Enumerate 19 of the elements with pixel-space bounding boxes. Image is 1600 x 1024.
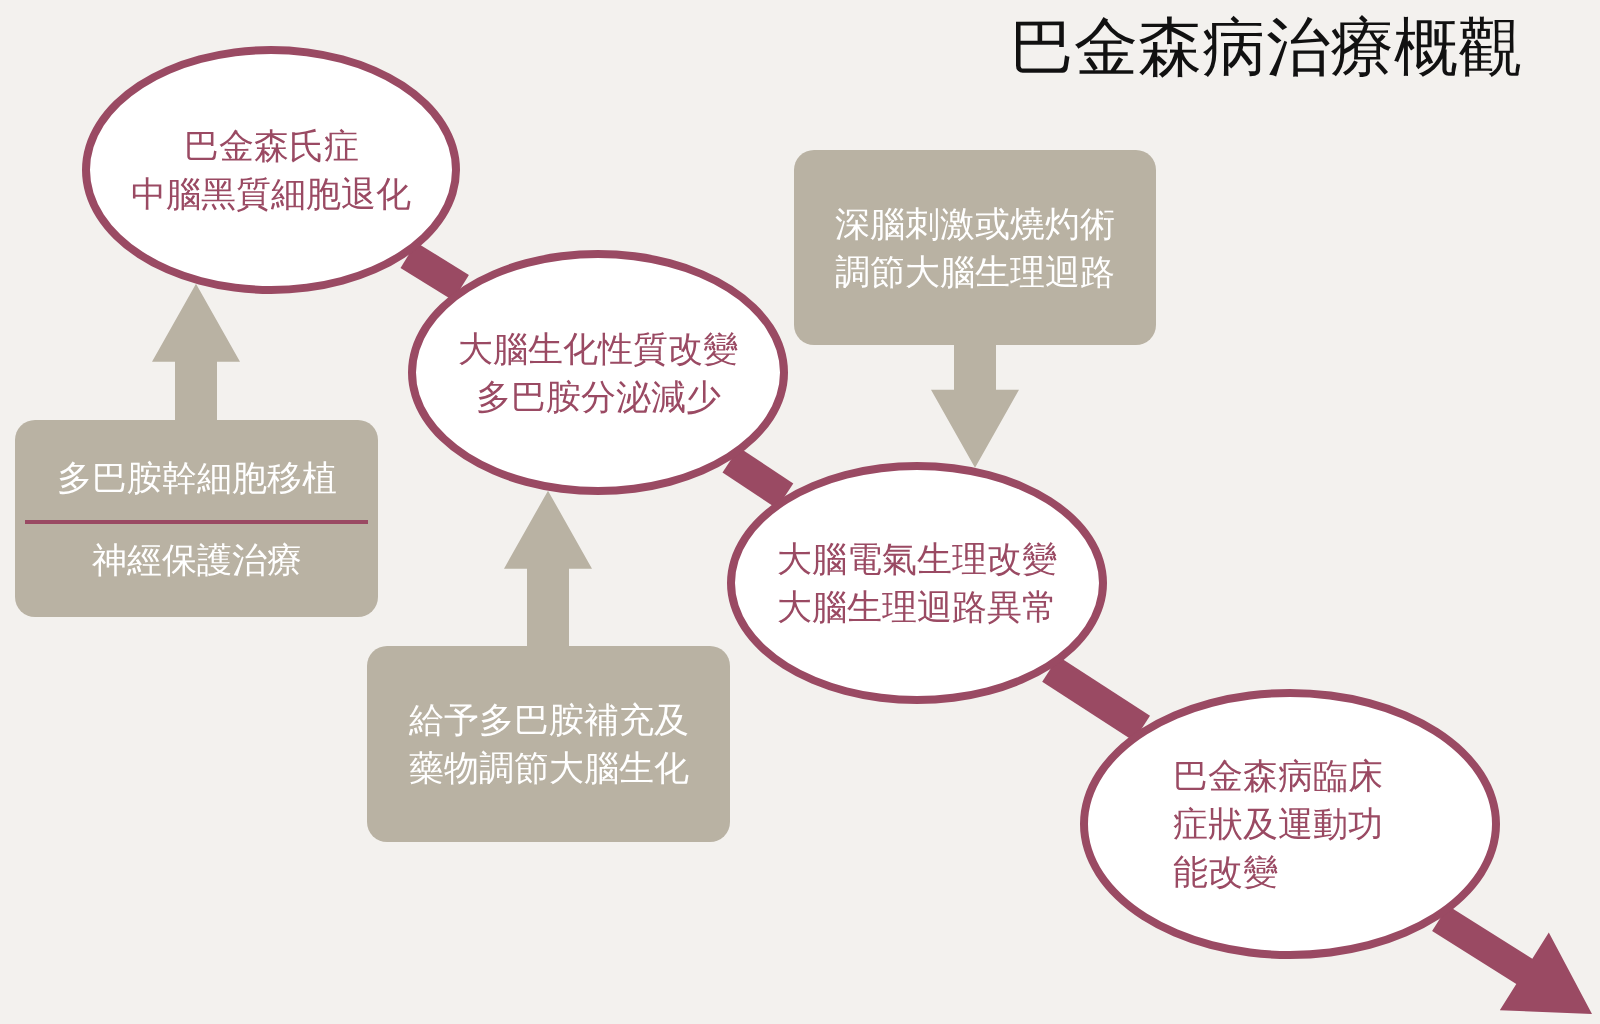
- node-text: 多巴胺分泌減少: [475, 375, 721, 419]
- node-text: 深腦刺激或燒灼術: [835, 202, 1115, 246]
- treatment-box: [367, 646, 730, 842]
- block-arrow: [504, 490, 592, 646]
- node-text: 給予多巴胺補充及藥物調節大腦生化: [407, 699, 690, 790]
- node-text: 巴金森病臨床症狀及運動功能改變: [1172, 755, 1384, 894]
- treatment-box: [794, 150, 1156, 345]
- node-text: 大腦電氣生理改變: [777, 538, 1057, 581]
- node-text: 中腦黑質細胞退化: [131, 173, 411, 216]
- node-text: 多巴胺幹細胞移植: [56, 456, 337, 500]
- title: 巴金森病治療概觀: [1010, 9, 1522, 86]
- block-arrow: [931, 345, 1019, 468]
- node-text: 大腦生化性質改變: [458, 327, 738, 371]
- block-arrow: [152, 283, 240, 420]
- node-text: 調節大腦生理迴路: [835, 250, 1115, 294]
- node-text: 大腦生理迴路異常: [777, 586, 1057, 629]
- node-text: 神經保護治療: [91, 538, 302, 582]
- node-text: 巴金森氏症: [183, 125, 359, 168]
- treatment-box: [15, 420, 378, 617]
